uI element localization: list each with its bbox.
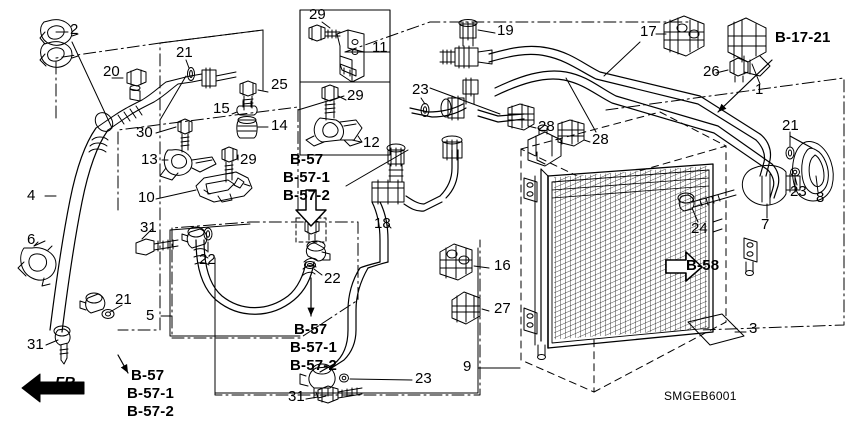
callout-22-left: 22 <box>199 251 216 268</box>
callout-23-bottom: 23 <box>415 370 432 387</box>
callout-11: 11 <box>372 39 388 56</box>
callout-27: 27 <box>494 300 511 317</box>
callout-1: 1 <box>755 81 764 98</box>
callout-6: 6 <box>27 231 36 248</box>
callout-24: 24 <box>691 220 708 237</box>
ref-group-lower-line-1[interactable]: B-57 <box>294 321 328 338</box>
callout-29-top: 29 <box>309 6 326 23</box>
callout-26: 26 <box>703 63 720 80</box>
callout-31-mid: 31 <box>140 219 157 236</box>
callout-28-left: 28 <box>538 118 555 135</box>
callout-13: 13 <box>141 151 158 168</box>
ref-group-left-line-3[interactable]: B-57-2 <box>127 403 175 420</box>
callout-14: 14 <box>271 117 288 134</box>
callout-10: 10 <box>138 189 155 206</box>
ref-group-mid-line-2[interactable]: B-57-1 <box>283 169 331 186</box>
front-direction-marker: FR. <box>55 374 80 391</box>
section-ref-b-58[interactable]: B-58 <box>686 257 720 274</box>
callout-29-low: 29 <box>347 87 364 104</box>
callout-12: 12 <box>363 134 380 151</box>
ref-group-left-line-2[interactable]: B-57-1 <box>127 385 175 402</box>
callout-5: 5 <box>146 307 155 324</box>
callout-28-right: 28 <box>592 131 609 148</box>
callout-9: 9 <box>463 358 472 375</box>
callout-23-right: 23 <box>790 183 807 200</box>
callout-21-low: 21 <box>115 291 132 308</box>
callout-19: 19 <box>497 22 514 39</box>
ref-group-mid-line-3[interactable]: B-57-2 <box>283 187 331 204</box>
callout-8: 8 <box>816 189 825 206</box>
callout-29-mid: 29 <box>240 151 257 168</box>
callout-22-right: 22 <box>324 270 341 287</box>
callout-21-top: 21 <box>176 44 193 61</box>
drawing-code: SMGEB6001 <box>664 389 737 403</box>
callout-18: 18 <box>374 215 391 232</box>
callout-20: 20 <box>103 63 120 80</box>
ref-group-mid-line-1[interactable]: B-57 <box>290 151 324 168</box>
section-ref-b-17-21[interactable]: B-17-21 <box>775 29 831 46</box>
callout-23-top: 23 <box>412 81 429 98</box>
callout-17: 17 <box>640 23 657 40</box>
ref-group-lower-line-2[interactable]: B-57-1 <box>290 339 338 356</box>
callout-16: 16 <box>494 257 511 274</box>
callout-21-right: 21 <box>782 117 799 134</box>
ref-group-left-line-1[interactable]: B-57 <box>131 367 165 384</box>
callout-30: 30 <box>136 124 153 141</box>
callout-7: 7 <box>761 216 770 233</box>
callout-31-low: 31 <box>27 336 44 353</box>
callout-31-bottom: 31 <box>288 388 305 405</box>
ref-group-lower-line-3[interactable]: B-57-2 <box>290 357 338 374</box>
callout-2: 2 <box>70 21 79 38</box>
callout-4: 4 <box>27 187 36 204</box>
callout-3: 3 <box>749 320 758 337</box>
callout-25: 25 <box>271 76 288 93</box>
callout-15: 15 <box>213 100 230 117</box>
